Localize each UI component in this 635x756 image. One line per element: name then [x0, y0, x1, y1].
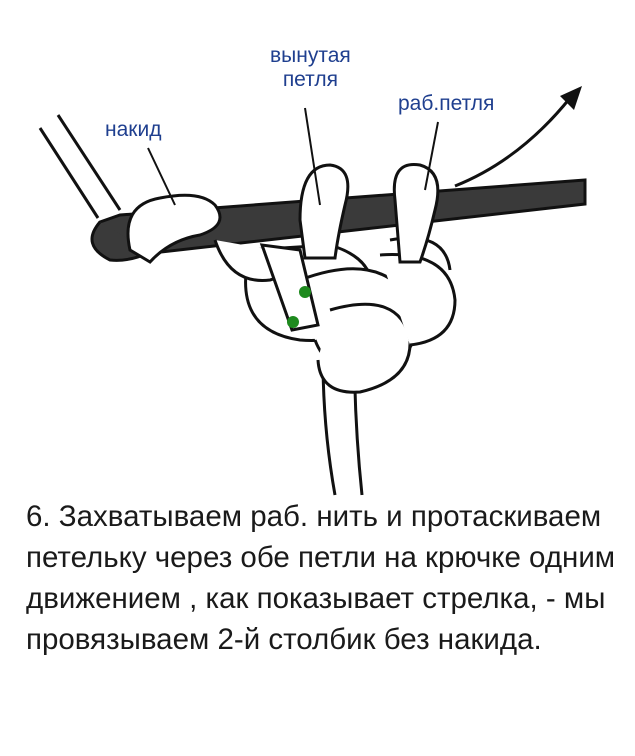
label-vynutaya-line2: петля	[282, 68, 338, 91]
diagram-caption: 6. Захватываем раб. нить и протаскиваем …	[26, 500, 616, 656]
label-rab-petlya: раб.петля	[398, 92, 494, 116]
crochet-diagram	[38, 86, 587, 496]
stitch-marker-icon	[287, 286, 311, 328]
label-vynutaya-petlya: вынутая петля	[270, 44, 351, 92]
arrow-icon	[454, 86, 582, 188]
label-rab-petlya-text: раб.петля	[398, 92, 495, 115]
label-nakid: накид	[105, 118, 161, 142]
label-nakid-text: накид	[105, 118, 162, 141]
hook-loops	[126, 162, 440, 264]
label-vynutaya-line1: вынутая	[270, 44, 351, 67]
stitch-loop	[259, 243, 320, 332]
pointer-lines	[147, 107, 439, 206]
